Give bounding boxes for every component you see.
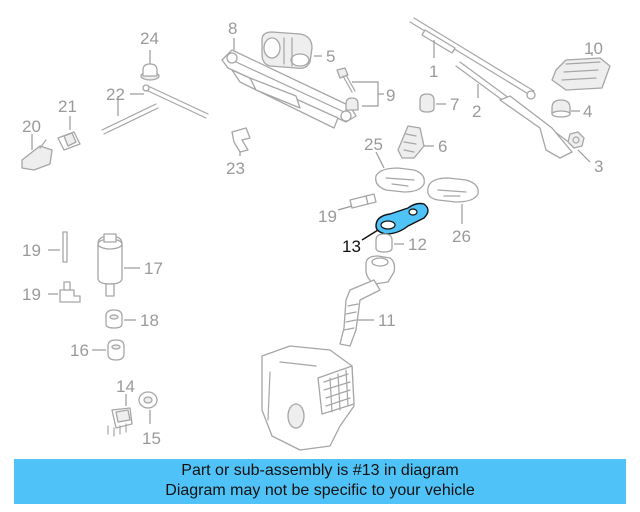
callout-21: 20 — [22, 117, 41, 136]
callout-25: 24 — [140, 29, 159, 48]
callout-4: 4 — [583, 102, 592, 121]
part-18-grommet — [105, 309, 123, 329]
part-21-nozzle — [21, 139, 53, 171]
callout-17: 17 — [144, 259, 163, 278]
part-11-filler-neck — [339, 255, 396, 347]
part-12-cap — [375, 233, 393, 253]
part-10-cover — [551, 57, 611, 91]
part-8-linkage — [221, 49, 357, 129]
part-2-wiper-arm — [455, 61, 575, 159]
callout-12: 12 — [408, 235, 427, 254]
callout-3: 3 — [594, 157, 603, 176]
part-7-bushing — [419, 93, 435, 113]
part-19-connector-lower — [59, 281, 81, 303]
part-4-cap — [551, 99, 571, 118]
banner-line-1: Part or sub-assembly is #13 in diagram — [181, 462, 459, 479]
callout-15: 15 — [142, 429, 161, 448]
part-17-pump — [97, 233, 123, 297]
part-9-bolt — [336, 67, 359, 111]
part-23-hose — [101, 84, 209, 135]
part-6-bracket — [397, 125, 425, 159]
callout-6: 6 — [438, 137, 447, 156]
callout-1: 1 — [429, 62, 438, 81]
callout-7: 7 — [450, 95, 459, 114]
part-15-grommet — [138, 391, 158, 409]
callout-19-upper: 19 — [318, 207, 337, 226]
callout-16: 16 — [70, 341, 89, 360]
part-19-connector-upper — [349, 193, 377, 209]
part-20-pin — [62, 231, 68, 263]
part-24-connector — [231, 127, 251, 153]
part-1-wiper-arm — [409, 17, 536, 100]
part-14-sensor — [107, 407, 133, 437]
part-5-wiper-motor — [261, 31, 313, 70]
part-22-valve — [57, 131, 81, 151]
callout-24: 23 — [226, 159, 245, 178]
callout-18: 18 — [140, 311, 159, 330]
callout-8: 8 — [228, 19, 237, 38]
callout-2: 2 — [472, 102, 481, 121]
part-27-cover — [427, 177, 479, 203]
callout-26: 25 — [364, 135, 383, 154]
callout-9: 9 — [386, 86, 395, 105]
callout-14: 14 — [116, 377, 135, 396]
part-13-seal — [375, 202, 429, 235]
part-26-cover — [375, 167, 425, 193]
part-16-grommet — [107, 339, 125, 361]
callout-10: 10 — [584, 39, 603, 58]
parts-diagram: 1 2 3 4 10 8 5 — [21, 17, 611, 451]
callout-19-lower: 19 — [22, 285, 41, 304]
callout-22: 21 — [58, 97, 77, 116]
callout-27: 26 — [452, 227, 471, 246]
callout-23: 22 — [106, 85, 125, 104]
banner-line-2: Diagram may not be specific to your vehi… — [165, 482, 475, 499]
callout-11: 11 — [378, 311, 396, 330]
info-banner: Part or sub-assembly is #13 in diagram D… — [14, 459, 626, 504]
washer-reservoir — [261, 345, 355, 451]
callout-13: 13 — [342, 237, 361, 256]
callout-5: 5 — [326, 47, 335, 66]
part-3-nut — [567, 131, 585, 149]
part-25-grommet — [140, 63, 160, 81]
callout-20: 19 — [22, 241, 41, 260]
